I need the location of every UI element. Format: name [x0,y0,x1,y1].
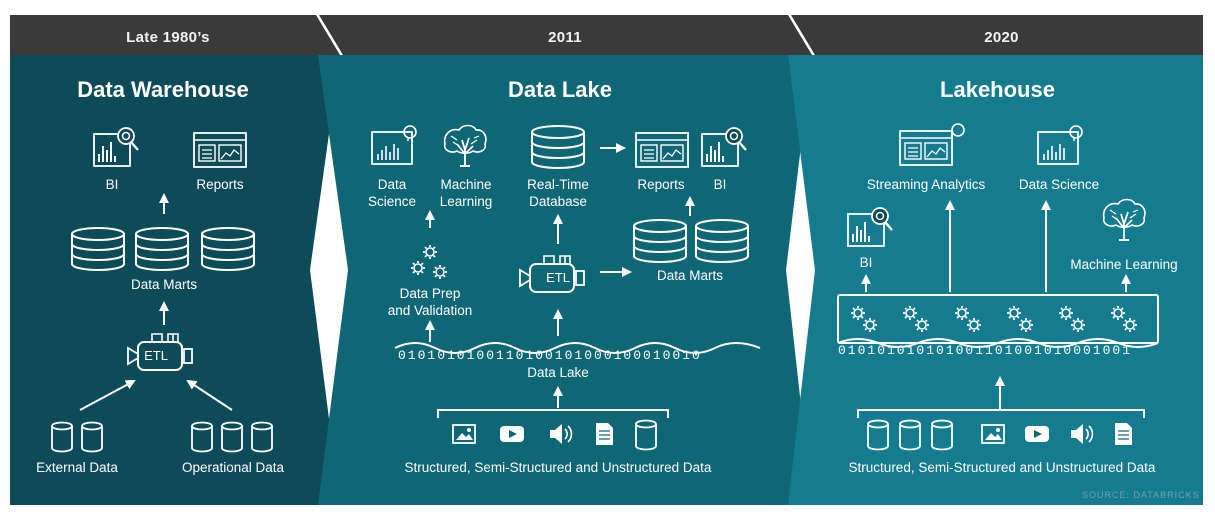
lakehouse-wave-line [837,338,1159,348]
warehouse-label-reports: Reports [196,177,244,192]
lake-label-ml-line1: Machine [440,177,492,192]
lakehouse-label-sources: Structured, Semi-Structured and Unstruct… [848,460,1156,475]
warehouse-label-data-marts: Data Marts [130,277,198,292]
lake-label-data-science-line2: Science [367,194,417,209]
lake-label-prep-line2: and Validation [387,303,473,318]
lake-label-data-science-line1: Data [377,177,407,192]
era-label-lakehouse: 2020 [984,29,1019,46]
lakehouse-streaming-bulb-icon [951,123,965,137]
lakehouse-sources-bracket [857,409,1145,418]
panel-lakehouse [788,55,1203,505]
header-bar-lakehouse [791,15,1203,55]
lake-label-realtime-line2: Database [529,194,587,209]
lake-label-prep-line1: Data Prep [399,286,461,301]
lake-binary-stream: 0101010100110100101000100010010 [398,348,702,363]
video-icon [500,426,524,442]
lake-label-data-lake: Data Lake [527,365,589,380]
warehouse-label-external-data: External Data [36,460,118,475]
lake-label-data-marts: Data Marts [656,268,724,283]
warehouse-label-bi: BI [105,177,119,192]
warehouse-label-etl: ETL [144,348,168,363]
lake-label-sources: Structured, Semi-Structured and Unstruct… [404,460,712,475]
warehouse-label-operational-data: Operational Data [181,460,285,475]
document-icon [1114,422,1133,446]
title-data-warehouse: Data Warehouse [77,77,249,102]
warehouse-arrow-external-to-etl [79,380,136,411]
lakehouse-binary-stream: 010101010101001101001010001001 [838,343,1133,358]
lake-label-realtime-line1: Real-Time [527,177,589,192]
source-note: SOURCE: DATABRICKS [1082,490,1200,500]
title-lakehouse: Lakehouse [940,77,1055,102]
lake-label-etl: ETL [546,270,570,285]
header-bar-lake [319,15,812,55]
lake-sources-bracket [437,409,669,418]
lakehouse-label-streaming: Streaming Analytics [866,177,986,192]
lakehouse-label-data-science: Data Science [1018,177,1100,192]
header-bar-warehouse [10,15,340,55]
warehouse-arrow-operational-to-etl [186,379,233,411]
title-data-lake: Data Lake [508,77,612,102]
lake-label-reports: Reports [637,177,685,192]
lake-label-ml-line2: Learning [439,194,493,209]
panel-data-warehouse [10,55,340,505]
video-icon [1025,426,1049,442]
lake-wave-line [394,342,761,354]
lake-label-bi: BI [713,177,727,192]
lakehouse-label-bi: BI [859,255,873,270]
era-label-lake: 2011 [548,29,582,46]
lakehouse-label-ml: Machine Learning [1070,257,1178,272]
era-label-warehouse: Late 1980’s [126,29,210,46]
document-icon [595,422,614,446]
